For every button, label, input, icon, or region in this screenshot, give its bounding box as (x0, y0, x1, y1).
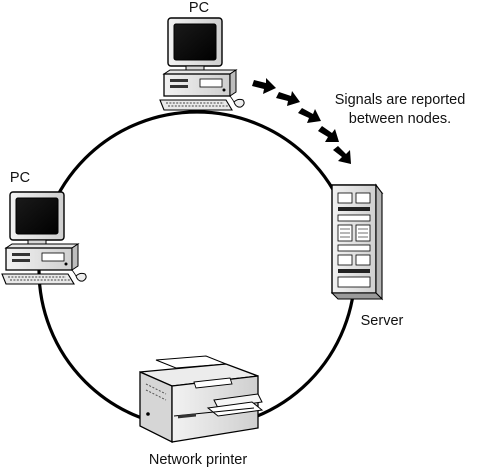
signal-arrow (333, 146, 351, 164)
signal-arrow (276, 91, 300, 106)
desktop-computer-icon (1, 191, 87, 285)
printer-label: Network printer (149, 452, 247, 468)
pc-top-label: PC (189, 0, 209, 16)
signal-arrow (318, 126, 339, 142)
annotation-line-1: Signals are reported (335, 92, 466, 108)
pc-left-label: PC (10, 170, 30, 186)
pc-left-node (1, 191, 87, 285)
pc-top-node (159, 17, 245, 111)
server-node (330, 183, 384, 301)
annotation-line-2: between nodes. (349, 111, 451, 127)
signal-arrow (252, 78, 276, 94)
server-tower-icon (330, 183, 384, 301)
printer-node (139, 355, 264, 444)
signal-annotation: Signals are reported between nodes. (335, 92, 466, 127)
desktop-computer-icon (159, 17, 245, 111)
signal-arrow (298, 108, 321, 123)
signal-arrows (252, 78, 351, 164)
laser-printer-icon (139, 355, 264, 444)
server-label: Server (361, 313, 404, 329)
